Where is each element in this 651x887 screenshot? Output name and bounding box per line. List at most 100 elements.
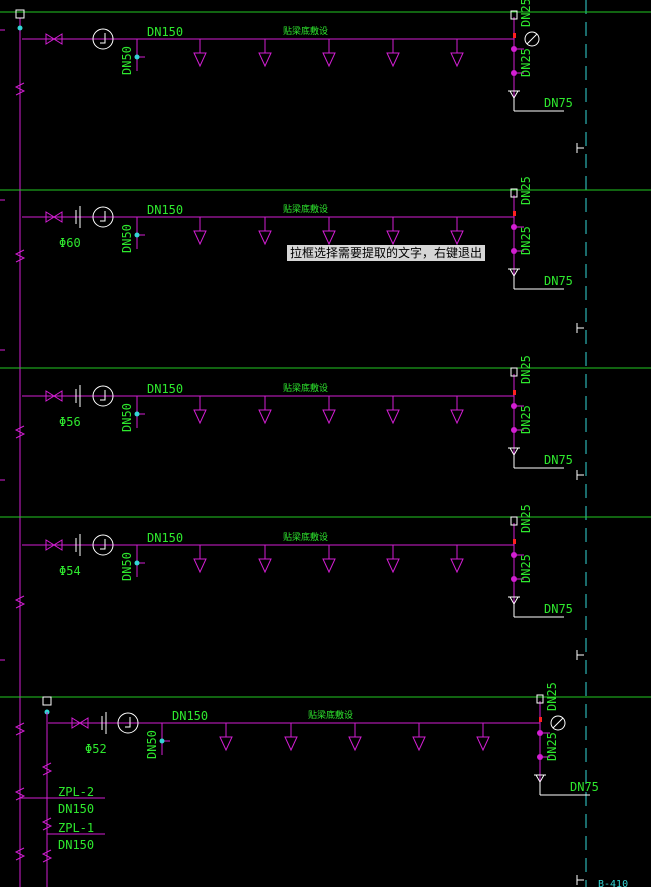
flow-indicator-icon [125,717,131,728]
branch-size-label: DN50 [120,403,134,432]
main-pipe-size-label: DN150 [147,25,183,39]
branch-node [134,232,140,238]
branch-size-label: DN50 [145,730,159,759]
branch-size-label: DN50 [120,224,134,253]
riser-size-label: DN25 [519,405,533,434]
main-pipe-size-label: DN150 [172,709,208,723]
riser-size-label: DN25 [519,504,533,533]
riser-size-label: DN25 [519,176,533,205]
sprinkler-head-icon [348,736,362,752]
riser-break-mark [41,817,53,831]
drain-size-label: DN75 [544,453,573,467]
riser-break-mark [14,595,26,609]
sprinkler-head-icon [193,230,207,246]
test-valve-icon [513,33,516,38]
riser-size-label: DN150 [58,838,94,852]
gate-valve-icon [79,717,89,729]
riser-size-label: DN25 [545,682,559,711]
sprinkler-head-icon [258,558,272,574]
pressure-gauge-icon [524,31,540,47]
drain-size-label: DN75 [544,96,573,110]
flow-indicator-icon [100,211,106,222]
sprinkler-head-icon [386,409,400,425]
sprinkler-head-icon [258,230,272,246]
pipe-note-label: 贴梁底敷设 [283,531,328,543]
main-pipe-size-label: DN150 [147,203,183,217]
riser-break-mark [14,249,26,263]
flow-indicator-icon [100,390,106,401]
main-pipe-size-label: DN150 [147,531,183,545]
riser-top-node [17,25,23,31]
riser-top-vent-icon [15,9,25,19]
riser-top-vent-icon [42,696,52,706]
cad-command-tooltip: 拉框选择需要提取的文字，右键退出 [287,245,486,261]
flow-indicator-icon [92,28,114,50]
flow-indicator-icon [117,712,139,734]
sprinkler-head-icon [193,409,207,425]
pipe-diameter-label: Φ56 [59,415,81,429]
pipe-diameter-label: Φ54 [59,564,81,578]
branch-node [159,738,165,744]
pressure-gauge-icon [526,33,538,45]
gate-valve-icon [53,390,63,402]
test-valve-icon [513,211,516,216]
air-vent-icon [510,10,518,20]
sprinkler-head-icon [322,409,336,425]
sprinkler-head-icon [412,736,426,752]
pressure-gauge-icon [550,715,566,731]
pipe-note-label: 贴梁底敷设 [283,25,328,37]
drain-size-label: DN75 [570,780,599,794]
pipe-note-label: 贴梁底敷设 [283,203,328,215]
air-vent-icon [510,367,518,377]
gate-valve-icon [45,33,55,45]
test-valve-icon [513,390,516,395]
sprinkler-head-icon [386,558,400,574]
riser-name-label: ZPL-1 [58,821,94,835]
pressure-gauge-icon [552,717,564,729]
sprinkler-head-icon [258,409,272,425]
flow-indicator-icon [100,33,106,44]
riser-size-label: DN25 [545,732,559,761]
gate-valve-icon [45,390,55,402]
riser-size-label: DN150 [58,802,94,816]
flow-indicator-icon [92,385,114,407]
sprinkler-head-icon [450,52,464,68]
sprinkler-head-icon [322,558,336,574]
branch-size-label: DN50 [120,46,134,75]
pipe-note-label: 贴梁底敷设 [283,382,328,394]
riser-size-label: DN25 [519,226,533,255]
sprinkler-head-icon [258,52,272,68]
flow-indicator-icon [92,534,114,556]
branch-node [134,411,140,417]
riser-break-mark [14,847,26,861]
gate-valve-icon [53,211,63,223]
flow-indicator-icon [92,206,114,228]
gate-valve-icon [45,211,55,223]
pipe-diameter-label: Φ60 [59,236,81,250]
riser-break-mark [14,722,26,736]
branch-node [134,560,140,566]
air-vent-icon [510,516,518,526]
sprinkler-head-icon [193,558,207,574]
sprinkler-head-icon [219,736,233,752]
sprinkler-head-icon [322,230,336,246]
corner-axis-label: B-410 [598,879,628,887]
gate-valve-icon [53,539,63,551]
sprinkler-head-icon [284,736,298,752]
branch-size-label: DN50 [120,552,134,581]
riser-size-label: DN25 [519,0,533,27]
riser-break-mark [14,425,26,439]
air-vent-icon [536,694,544,704]
sprinkler-head-icon [386,230,400,246]
gate-valve-icon [45,539,55,551]
riser-name-label: ZPL-2 [58,785,94,799]
air-vent-icon [510,188,518,198]
sprinkler-head-icon [450,558,464,574]
riser-size-label: DN25 [519,48,533,77]
drain-size-label: DN75 [544,602,573,616]
gate-valve-icon [71,717,81,729]
test-valve-icon [539,717,542,722]
